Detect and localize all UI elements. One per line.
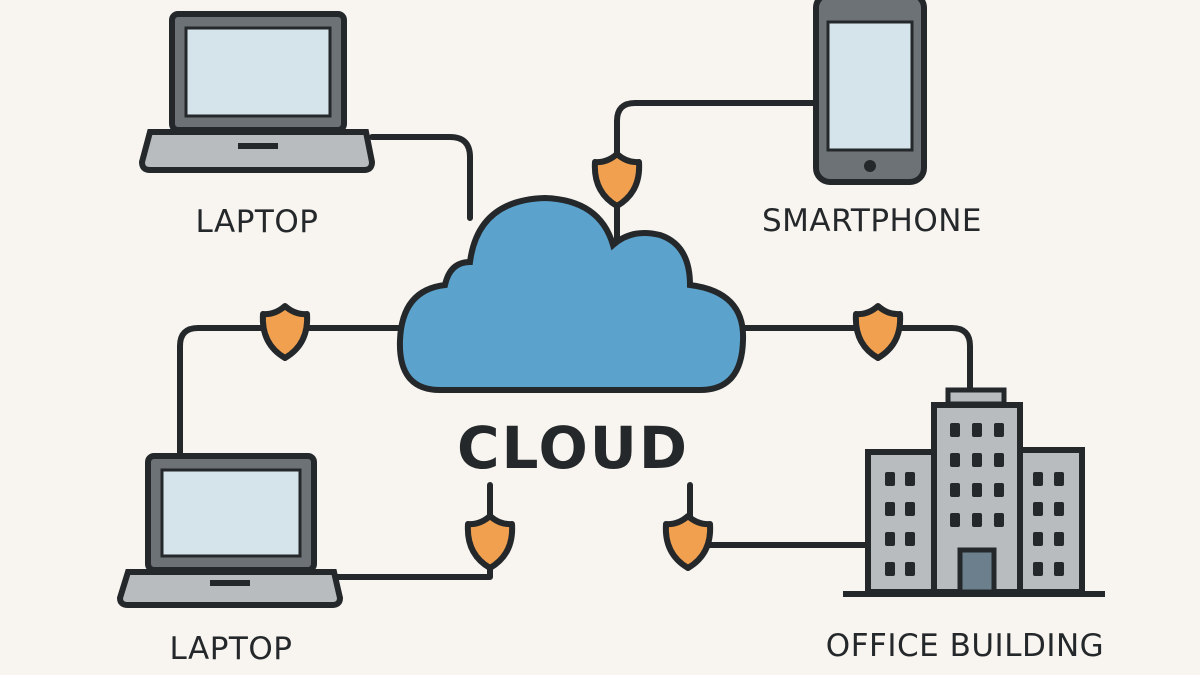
shield-icon xyxy=(852,303,904,361)
smartphone-icon xyxy=(813,0,927,185)
window xyxy=(994,483,1004,497)
window xyxy=(972,453,982,467)
shield-icon xyxy=(662,513,714,571)
window xyxy=(885,502,895,516)
window xyxy=(994,423,1004,437)
window xyxy=(905,562,915,576)
window xyxy=(905,472,915,486)
window xyxy=(950,453,960,467)
window xyxy=(885,562,895,576)
window xyxy=(1054,562,1064,576)
window xyxy=(972,423,982,437)
connector-laptop-top xyxy=(369,134,473,221)
window xyxy=(972,513,982,527)
window xyxy=(1033,502,1043,516)
connector-laptop-bottom-upper xyxy=(177,325,403,458)
shield-icon xyxy=(464,513,516,571)
laptop-icon xyxy=(116,453,344,608)
laptop-top-label: LAPTOP xyxy=(195,204,319,240)
window xyxy=(1033,562,1043,576)
window xyxy=(1033,472,1043,486)
window xyxy=(972,483,982,497)
shield-icon xyxy=(591,151,643,209)
window xyxy=(950,513,960,527)
window xyxy=(885,532,895,546)
office-building-label: OFFICE BUILDING xyxy=(825,628,1105,664)
connector-office-upper xyxy=(740,325,973,393)
connector-smartphone xyxy=(614,100,818,245)
window xyxy=(1054,502,1064,516)
laptop-bottom-label: LAPTOP xyxy=(169,631,293,667)
cloud-icon xyxy=(396,194,747,393)
laptop-icon xyxy=(138,11,376,173)
smartphone-label: SMARTPHONE xyxy=(761,203,983,239)
window xyxy=(950,423,960,437)
window xyxy=(994,513,1004,527)
window xyxy=(885,472,895,486)
window xyxy=(950,483,960,497)
window xyxy=(994,453,1004,467)
shield-icon xyxy=(259,303,311,361)
connector-office-lower xyxy=(687,482,869,548)
office-building-icon xyxy=(843,387,1105,597)
cloud-label: CLOUD xyxy=(456,414,690,482)
window xyxy=(1054,532,1064,546)
window xyxy=(1054,472,1064,486)
window xyxy=(1033,532,1043,546)
window xyxy=(905,502,915,516)
window xyxy=(905,532,915,546)
